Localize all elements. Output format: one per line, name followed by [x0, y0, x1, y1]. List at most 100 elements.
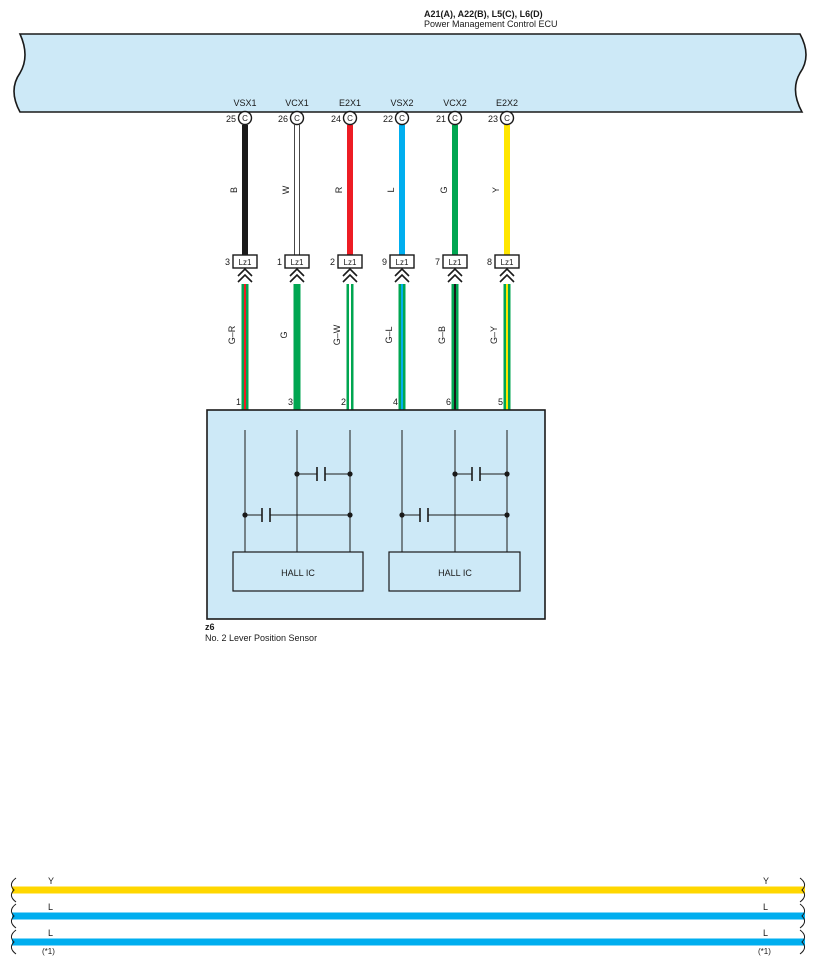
- lower-color-code: G: [279, 331, 289, 338]
- ecu-connector-letter: C: [242, 114, 248, 123]
- ecu-box: [13, 33, 807, 113]
- circuits: VSX125CB3Lz1G–R1VSX1VCX126CW1Lz1G3VCX1E2…: [218, 98, 520, 425]
- junction-connector-label: Lz1: [291, 258, 304, 267]
- lower-color-code: G–B: [437, 326, 447, 344]
- ecu-connector-letter: C: [452, 114, 458, 123]
- ecu-terminal-name: VSX1: [233, 98, 256, 108]
- hall-ic-left-label: HALL IC: [281, 568, 315, 578]
- hall-ic-right-label: HALL IC: [438, 568, 472, 578]
- bottom-wire-left-label: Y: [48, 876, 54, 886]
- ecu-connector-circle: [447, 110, 463, 126]
- connector-chevron: [447, 273, 463, 283]
- bottom-wire-note-left: (*1): [42, 947, 55, 956]
- bottom-wire-right-label: Y: [763, 876, 769, 886]
- junction-connector-label: Lz1: [449, 258, 462, 267]
- ecu-connector-letter: C: [504, 114, 510, 123]
- ecu-pin-number: 23: [488, 114, 498, 124]
- junction-connector-label: Lz1: [501, 258, 514, 267]
- sensor-pin-number: 5: [498, 397, 503, 407]
- wire-break-right: [799, 877, 806, 903]
- ecu-connector-circle: [342, 110, 358, 126]
- upper-color-code: B: [229, 187, 239, 193]
- ecu-connector-letter: C: [399, 114, 405, 123]
- bottom-wire-left-label: L: [48, 928, 53, 938]
- jc-pin-number: 1: [277, 257, 282, 267]
- wire-break-left: [10, 929, 17, 955]
- ecu-pin-number: 24: [331, 114, 341, 124]
- upper-color-code: G: [439, 186, 449, 193]
- connector-chevron: [237, 273, 253, 283]
- jc-pin-number: 8: [487, 257, 492, 267]
- hall-ic-left-box: [232, 551, 364, 592]
- ecu-name: Power Management Control ECU: [424, 19, 558, 29]
- connector-chevron: [394, 273, 410, 283]
- connector-chevron: [342, 267, 358, 277]
- sensor-code: z6: [205, 622, 215, 632]
- ecu-pin-number: 26: [278, 114, 288, 124]
- connector-chevron: [499, 267, 515, 277]
- sensor-pin-number: 4: [393, 397, 398, 407]
- circuit-vcx1: VCX126CW1Lz1G3VCX1: [277, 98, 310, 425]
- jc-pin-number: 3: [225, 257, 230, 267]
- wire-break-left: [10, 903, 17, 929]
- connector-chevron: [499, 273, 515, 283]
- ecu-connector-letter: C: [347, 114, 353, 123]
- bottom-wire-left-label: L: [48, 902, 53, 912]
- junction-dots: [242, 471, 510, 518]
- sensor-internal-wiring: [244, 430, 508, 552]
- ecu-pin-number: 25: [226, 114, 236, 124]
- junction-connector-label: Lz1: [396, 258, 409, 267]
- ecu-terminal-name: E2X2: [496, 98, 518, 108]
- ecu-terminal-name: VCX2: [443, 98, 467, 108]
- wire-break-right: [799, 903, 806, 929]
- ecu-terminal-name: VSX2: [390, 98, 413, 108]
- lower-color-code: G–R: [227, 325, 237, 344]
- upper-color-code: L: [386, 187, 396, 192]
- bottom-wire-3: L L (*1) (*1): [10, 928, 806, 956]
- bottom-wire-note-right: (*1): [758, 947, 771, 956]
- connector-chevron: [289, 273, 305, 283]
- ecu-connector-letter: C: [294, 114, 300, 123]
- sensor-pin-number: 6: [446, 397, 451, 407]
- lower-color-code: G–W: [332, 324, 342, 345]
- upper-color-code: Y: [491, 187, 501, 193]
- sensor-name: No. 2 Lever Position Sensor: [205, 633, 317, 643]
- bottom-wire-right-label: L: [763, 902, 768, 912]
- connector-chevron: [342, 273, 358, 283]
- ecu-pin-number: 21: [436, 114, 446, 124]
- ecu-terminal-name: VCX1: [285, 98, 309, 108]
- upper-color-code: W: [281, 185, 291, 194]
- sensor-pin-number: 2: [341, 397, 346, 407]
- ecu-terminal-name: E2X1: [339, 98, 361, 108]
- lower-color-code: G–L: [384, 326, 394, 343]
- jc-pin-number: 9: [382, 257, 387, 267]
- junction-connector-label: Lz1: [344, 258, 357, 267]
- jc-pin-number: 2: [330, 257, 335, 267]
- jc-pin-number: 7: [435, 257, 440, 267]
- ecu-connector-circle: [237, 110, 253, 126]
- ecu-connector-circle: [499, 110, 515, 126]
- connector-chevron: [394, 267, 410, 277]
- ecu-connector-circle: [289, 110, 305, 126]
- sensor-pin-number: 1: [236, 397, 241, 407]
- junction-connector-label: Lz1: [239, 258, 252, 267]
- hall-ic-right-box: [388, 551, 521, 592]
- sensor-pin-number: 3: [288, 397, 293, 407]
- connector-chevron: [447, 267, 463, 277]
- bottom-wire-right-label: L: [763, 928, 768, 938]
- ecu-connector-codes: A21(A), A22(B), L5(C), L6(D): [424, 9, 543, 19]
- lower-color-code: G–Y: [489, 326, 499, 344]
- ecu-connector-circle: [394, 110, 410, 126]
- capacitor-symbols: [261, 467, 481, 522]
- ecu-pin-number: 22: [383, 114, 393, 124]
- connector-chevron: [237, 267, 253, 277]
